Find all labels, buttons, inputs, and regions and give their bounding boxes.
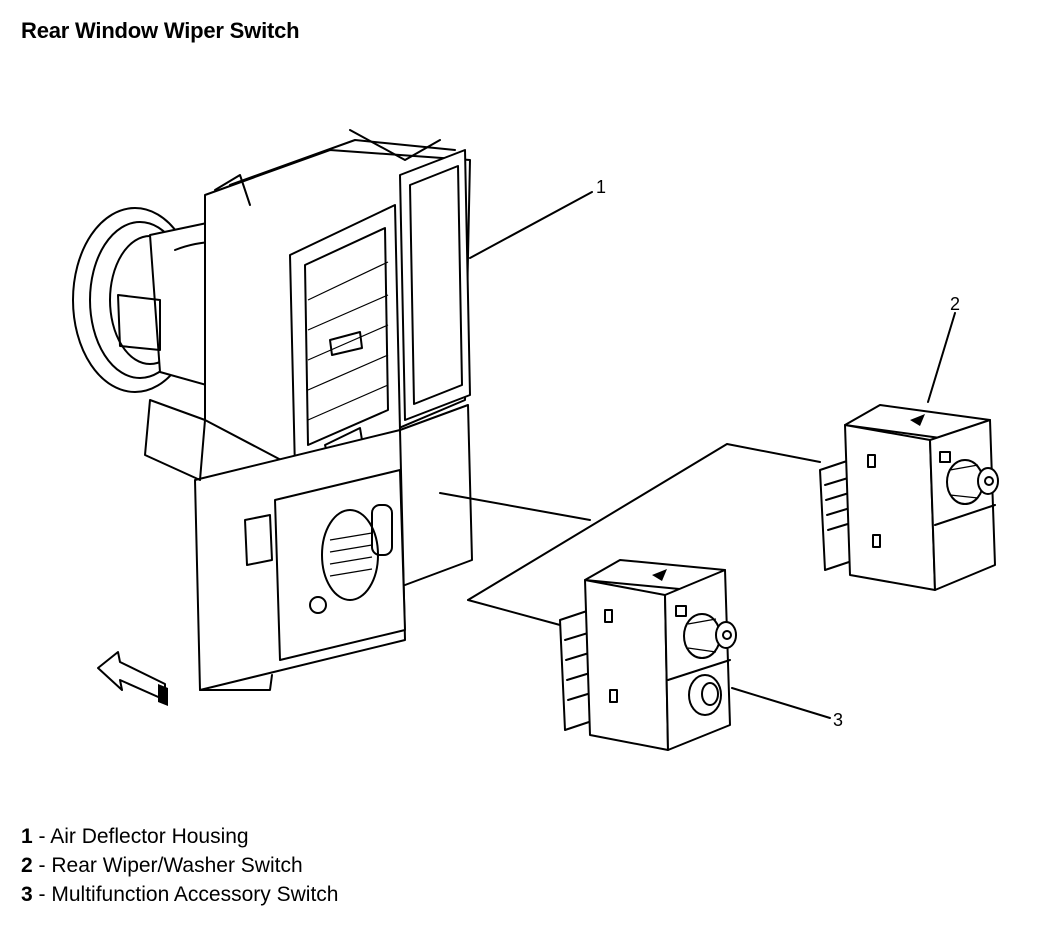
air-deflector-housing	[72, 129, 473, 691]
rear-wiper-washer-switch	[819, 404, 999, 591]
callout-3: 3	[833, 710, 843, 730]
parts-legend: 1 - Air Deflector Housing 2 - Rear Wiper…	[21, 822, 338, 909]
exploded-view-diagram: 1 2 3	[72, 129, 999, 751]
legend-label: Rear Wiper/Washer Switch	[51, 854, 303, 877]
legend-separator: -	[32, 854, 52, 877]
legend-label: Multifunction Accessory Switch	[51, 883, 339, 906]
legend-separator: -	[32, 825, 51, 848]
legend-item: 3 - Multifunction Accessory Switch	[21, 880, 338, 909]
callout-2: 2	[950, 294, 960, 314]
legend-number: 2	[21, 854, 33, 877]
legend-item: 2 - Rear Wiper/Washer Switch	[21, 851, 338, 880]
legend-separator: -	[32, 883, 52, 906]
legend-label: Air Deflector Housing	[50, 825, 249, 848]
leader-lines	[439, 191, 956, 719]
multifunction-accessory-switch	[559, 559, 737, 751]
front-direction-arrow-icon	[97, 651, 168, 706]
legend-item: 1 - Air Deflector Housing	[21, 822, 338, 851]
legend-number: 1	[21, 825, 33, 848]
callout-1: 1	[596, 177, 606, 197]
legend-number: 3	[21, 883, 33, 906]
diagram-title: Rear Window Wiper Switch	[21, 18, 300, 43]
